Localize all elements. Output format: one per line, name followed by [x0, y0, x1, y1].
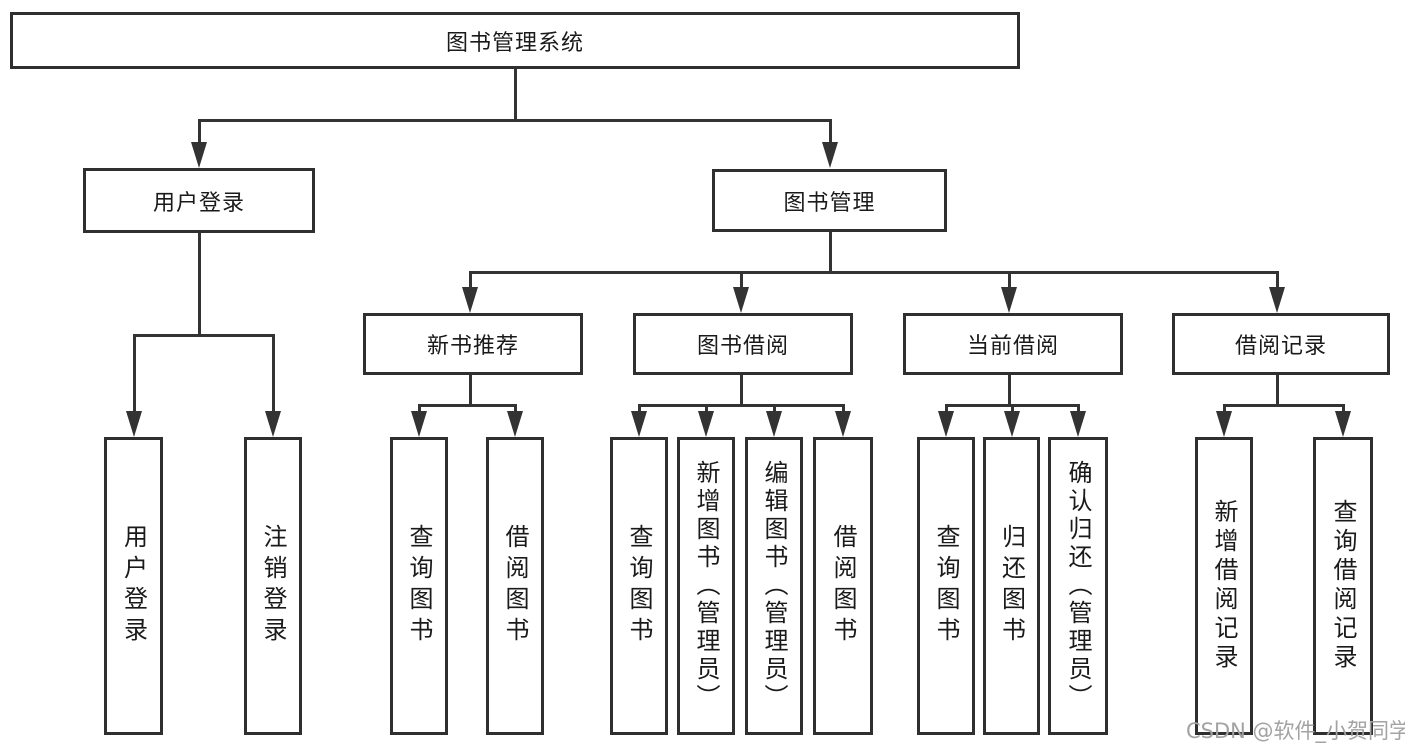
arrow-down-icon — [462, 287, 478, 313]
leaf-bb-borrow-book: 借阅图书 — [813, 437, 873, 735]
leaf-br-query-record-label: 查询借阅记录 — [1329, 499, 1357, 673]
connector-book-borrow-rail — [638, 404, 845, 407]
arrow-down-icon — [1004, 411, 1020, 437]
arrow-down-icon — [631, 411, 647, 437]
leaf-bb-edit-book: 编辑图书（管理员） — [745, 437, 803, 735]
connector-drop-leaf — [1077, 404, 1080, 414]
connector-level3-rail — [469, 271, 1279, 274]
watermark: CSDN @软件_小贺同学 — [1186, 719, 1405, 743]
arrow-down-icon — [191, 142, 207, 168]
leaf-cb-query-book: 查询图书 — [917, 437, 975, 735]
node-current-borrow-label: 当前借阅 — [966, 334, 1059, 359]
leaf-user-login-label: 用户登录 — [119, 524, 148, 648]
leaf-br-add-record-label: 新增借阅记录 — [1210, 499, 1238, 673]
node-user-login: 用户登录 — [83, 168, 315, 233]
leaf-bb-add-book: 新增图书（管理员） — [677, 437, 735, 735]
connector-drop-leaf-logout — [272, 334, 275, 413]
connector-drop-borrow-records — [1276, 271, 1279, 289]
node-book-mgmt: 图书管理 — [712, 169, 947, 232]
connector-drop-leaf — [945, 404, 948, 414]
connector-current-borrow-stem — [1008, 375, 1011, 405]
node-book-mgmt-label: 图书管理 — [783, 190, 876, 216]
leaf-cb-confirm-return: 确认归还（管理员） — [1048, 437, 1108, 735]
arrow-down-icon — [1335, 411, 1351, 437]
arrow-down-icon — [411, 411, 427, 437]
connector-book-borrow-stem — [740, 375, 743, 405]
node-user-login-label: 用户登录 — [152, 190, 245, 216]
connector-drop-book-borrow — [740, 271, 743, 289]
connector-drop-leaf — [773, 404, 776, 414]
arrow-down-icon — [1070, 411, 1086, 437]
connector-book-mgmt-stem — [829, 232, 832, 272]
connector-drop-book-mgmt — [829, 119, 832, 145]
leaf-cb-query-book-label: 查询图书 — [932, 524, 960, 648]
node-root-label: 图书管理系统 — [445, 30, 584, 56]
arrow-down-icon — [1216, 411, 1232, 437]
connector-new-book-stem — [469, 375, 472, 405]
node-root: 图书管理系统 — [10, 12, 1020, 69]
arrow-down-icon — [938, 411, 954, 437]
leaf-bb-edit-book-label: 编辑图书（管理员） — [760, 460, 788, 712]
leaf-cb-confirm-return-label: 确认归还（管理员） — [1064, 460, 1092, 712]
node-current-borrow: 当前借阅 — [903, 313, 1123, 375]
connector-drop-leaf — [1011, 404, 1014, 414]
node-new-book-rec-label: 新书推荐 — [426, 334, 519, 359]
connector-level2-rail — [198, 119, 831, 122]
arrow-down-icon — [766, 411, 782, 437]
connector-drop-leaf — [705, 404, 708, 414]
connector-drop-leaf-login — [133, 334, 136, 413]
leaf-bb-query-book: 查询图书 — [610, 437, 668, 735]
arrow-down-icon — [822, 142, 838, 168]
leaf-user-login: 用户登录 — [104, 437, 163, 735]
connector-drop-current-borrow — [1008, 271, 1011, 289]
leaf-logout-label: 注销登录 — [259, 524, 287, 648]
arrow-down-icon — [265, 411, 281, 437]
arrow-down-icon — [1001, 287, 1017, 313]
connector-drop-leaf — [418, 404, 421, 414]
leaf-bb-borrow-book-label: 借阅图书 — [829, 524, 857, 648]
arrow-down-icon — [835, 411, 851, 437]
arrow-down-icon — [733, 287, 749, 313]
leaf-logout: 注销登录 — [244, 437, 302, 735]
arrow-down-icon — [126, 411, 142, 437]
leaf-rec-borrow-book-label: 借阅图书 — [501, 524, 529, 648]
node-book-borrow-label: 图书借阅 — [696, 334, 789, 359]
leaf-br-query-record: 查询借阅记录 — [1313, 437, 1373, 735]
connector-user-login-stem — [198, 233, 201, 335]
connector-borrow-records-rail — [1223, 404, 1345, 407]
node-book-borrow: 图书借阅 — [633, 313, 853, 375]
arrow-down-icon — [698, 411, 714, 437]
connector-drop-leaf — [514, 404, 517, 414]
leaf-bb-add-book-label: 新增图书（管理员） — [692, 460, 720, 712]
connector-drop-leaf — [1223, 404, 1226, 414]
connector-drop-user-login — [198, 119, 201, 145]
leaf-rec-query-book: 查询图书 — [390, 437, 448, 735]
leaf-bb-query-book-label: 查询图书 — [625, 524, 653, 648]
leaf-rec-query-book-label: 查询图书 — [405, 524, 433, 648]
connector-drop-leaf — [638, 404, 641, 414]
connector-user-login-rail — [133, 334, 275, 337]
leaf-cb-return-book: 归还图书 — [983, 437, 1040, 735]
arrow-down-icon — [507, 411, 523, 437]
leaf-rec-borrow-book: 借阅图书 — [486, 437, 544, 735]
connector-borrow-records-stem — [1276, 375, 1279, 405]
node-new-book-rec: 新书推荐 — [363, 313, 583, 375]
connector-root-stem — [514, 69, 517, 121]
node-borrow-records-label: 借阅记录 — [1234, 334, 1327, 359]
connector-new-book-rail — [418, 404, 517, 407]
connector-drop-leaf — [1342, 404, 1345, 414]
leaf-cb-return-book-label: 归还图书 — [997, 524, 1026, 648]
node-borrow-records: 借阅记录 — [1172, 313, 1390, 375]
connector-drop-new-book — [469, 271, 472, 289]
leaf-br-add-record: 新增借阅记录 — [1195, 437, 1253, 735]
connector-drop-leaf — [842, 404, 845, 414]
arrow-down-icon — [1269, 287, 1285, 313]
